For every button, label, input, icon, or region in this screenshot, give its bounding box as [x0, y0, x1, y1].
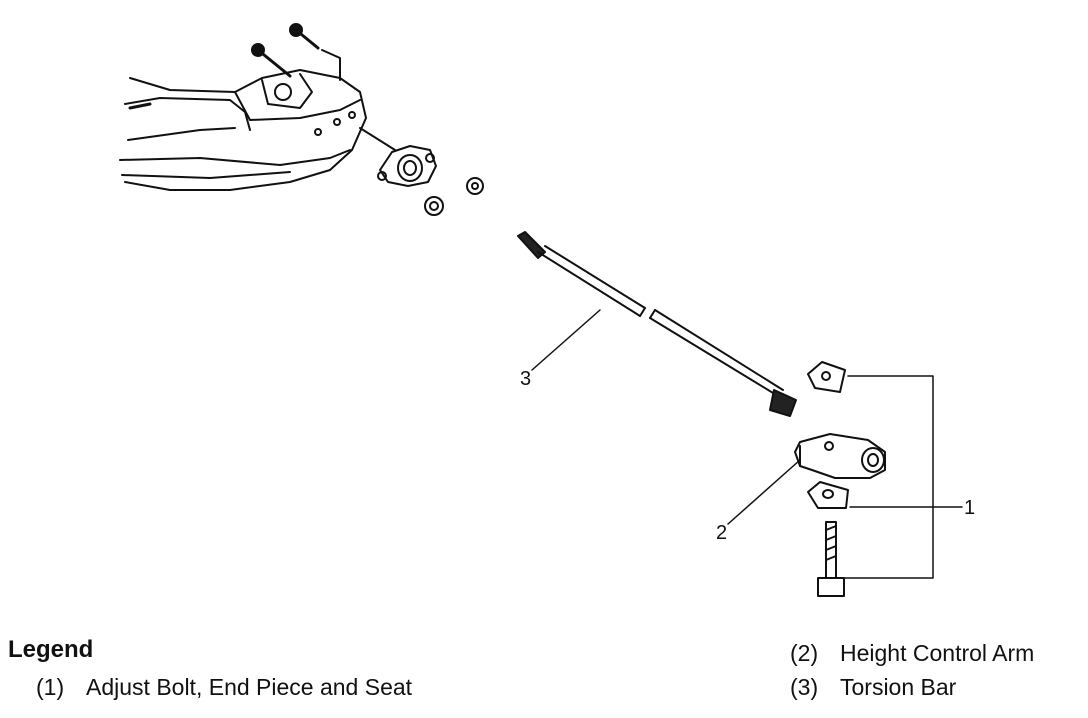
callout-label-2: 2 [716, 522, 728, 544]
end-piece-lower [807, 481, 849, 509]
adjust-bolt [817, 521, 845, 597]
nut-lower [424, 196, 444, 216]
legend-title: Legend [8, 636, 94, 663]
legend-item-3-number: (3) [790, 674, 819, 700]
end-piece-top [807, 361, 846, 393]
legend-item-1-number: (1) [36, 674, 65, 700]
legend-item-1: (1) Adjust Bolt, End Piece and Seat [36, 674, 412, 701]
arm-bolt-right [289, 23, 341, 81]
height-control-arm [794, 433, 886, 479]
callout-label-3: 3 [520, 368, 532, 390]
callout-2-leader [727, 459, 801, 525]
torsion-bar-anchor [359, 127, 437, 187]
callout-1-bracket [843, 375, 963, 579]
callout-3-leader [531, 309, 601, 371]
legend-item-2: (2) Height Control Arm [790, 640, 1034, 667]
legend-item-2-label: Height Control Arm [840, 640, 1035, 666]
legend-item-2-number: (2) [790, 640, 819, 666]
legend-item-3: (3) Torsion Bar [790, 674, 956, 701]
torsion-bar [517, 231, 797, 417]
legend-item-3-label: Torsion Bar [840, 674, 957, 700]
lower-control-arm [119, 69, 367, 191]
nut-right [466, 177, 484, 195]
exploded-view-diagram [119, 23, 963, 597]
callout-label-1: 1 [964, 497, 976, 519]
arm-bolt-left [251, 43, 292, 78]
legend-item-1-label: Adjust Bolt, End Piece and Seat [86, 674, 413, 700]
